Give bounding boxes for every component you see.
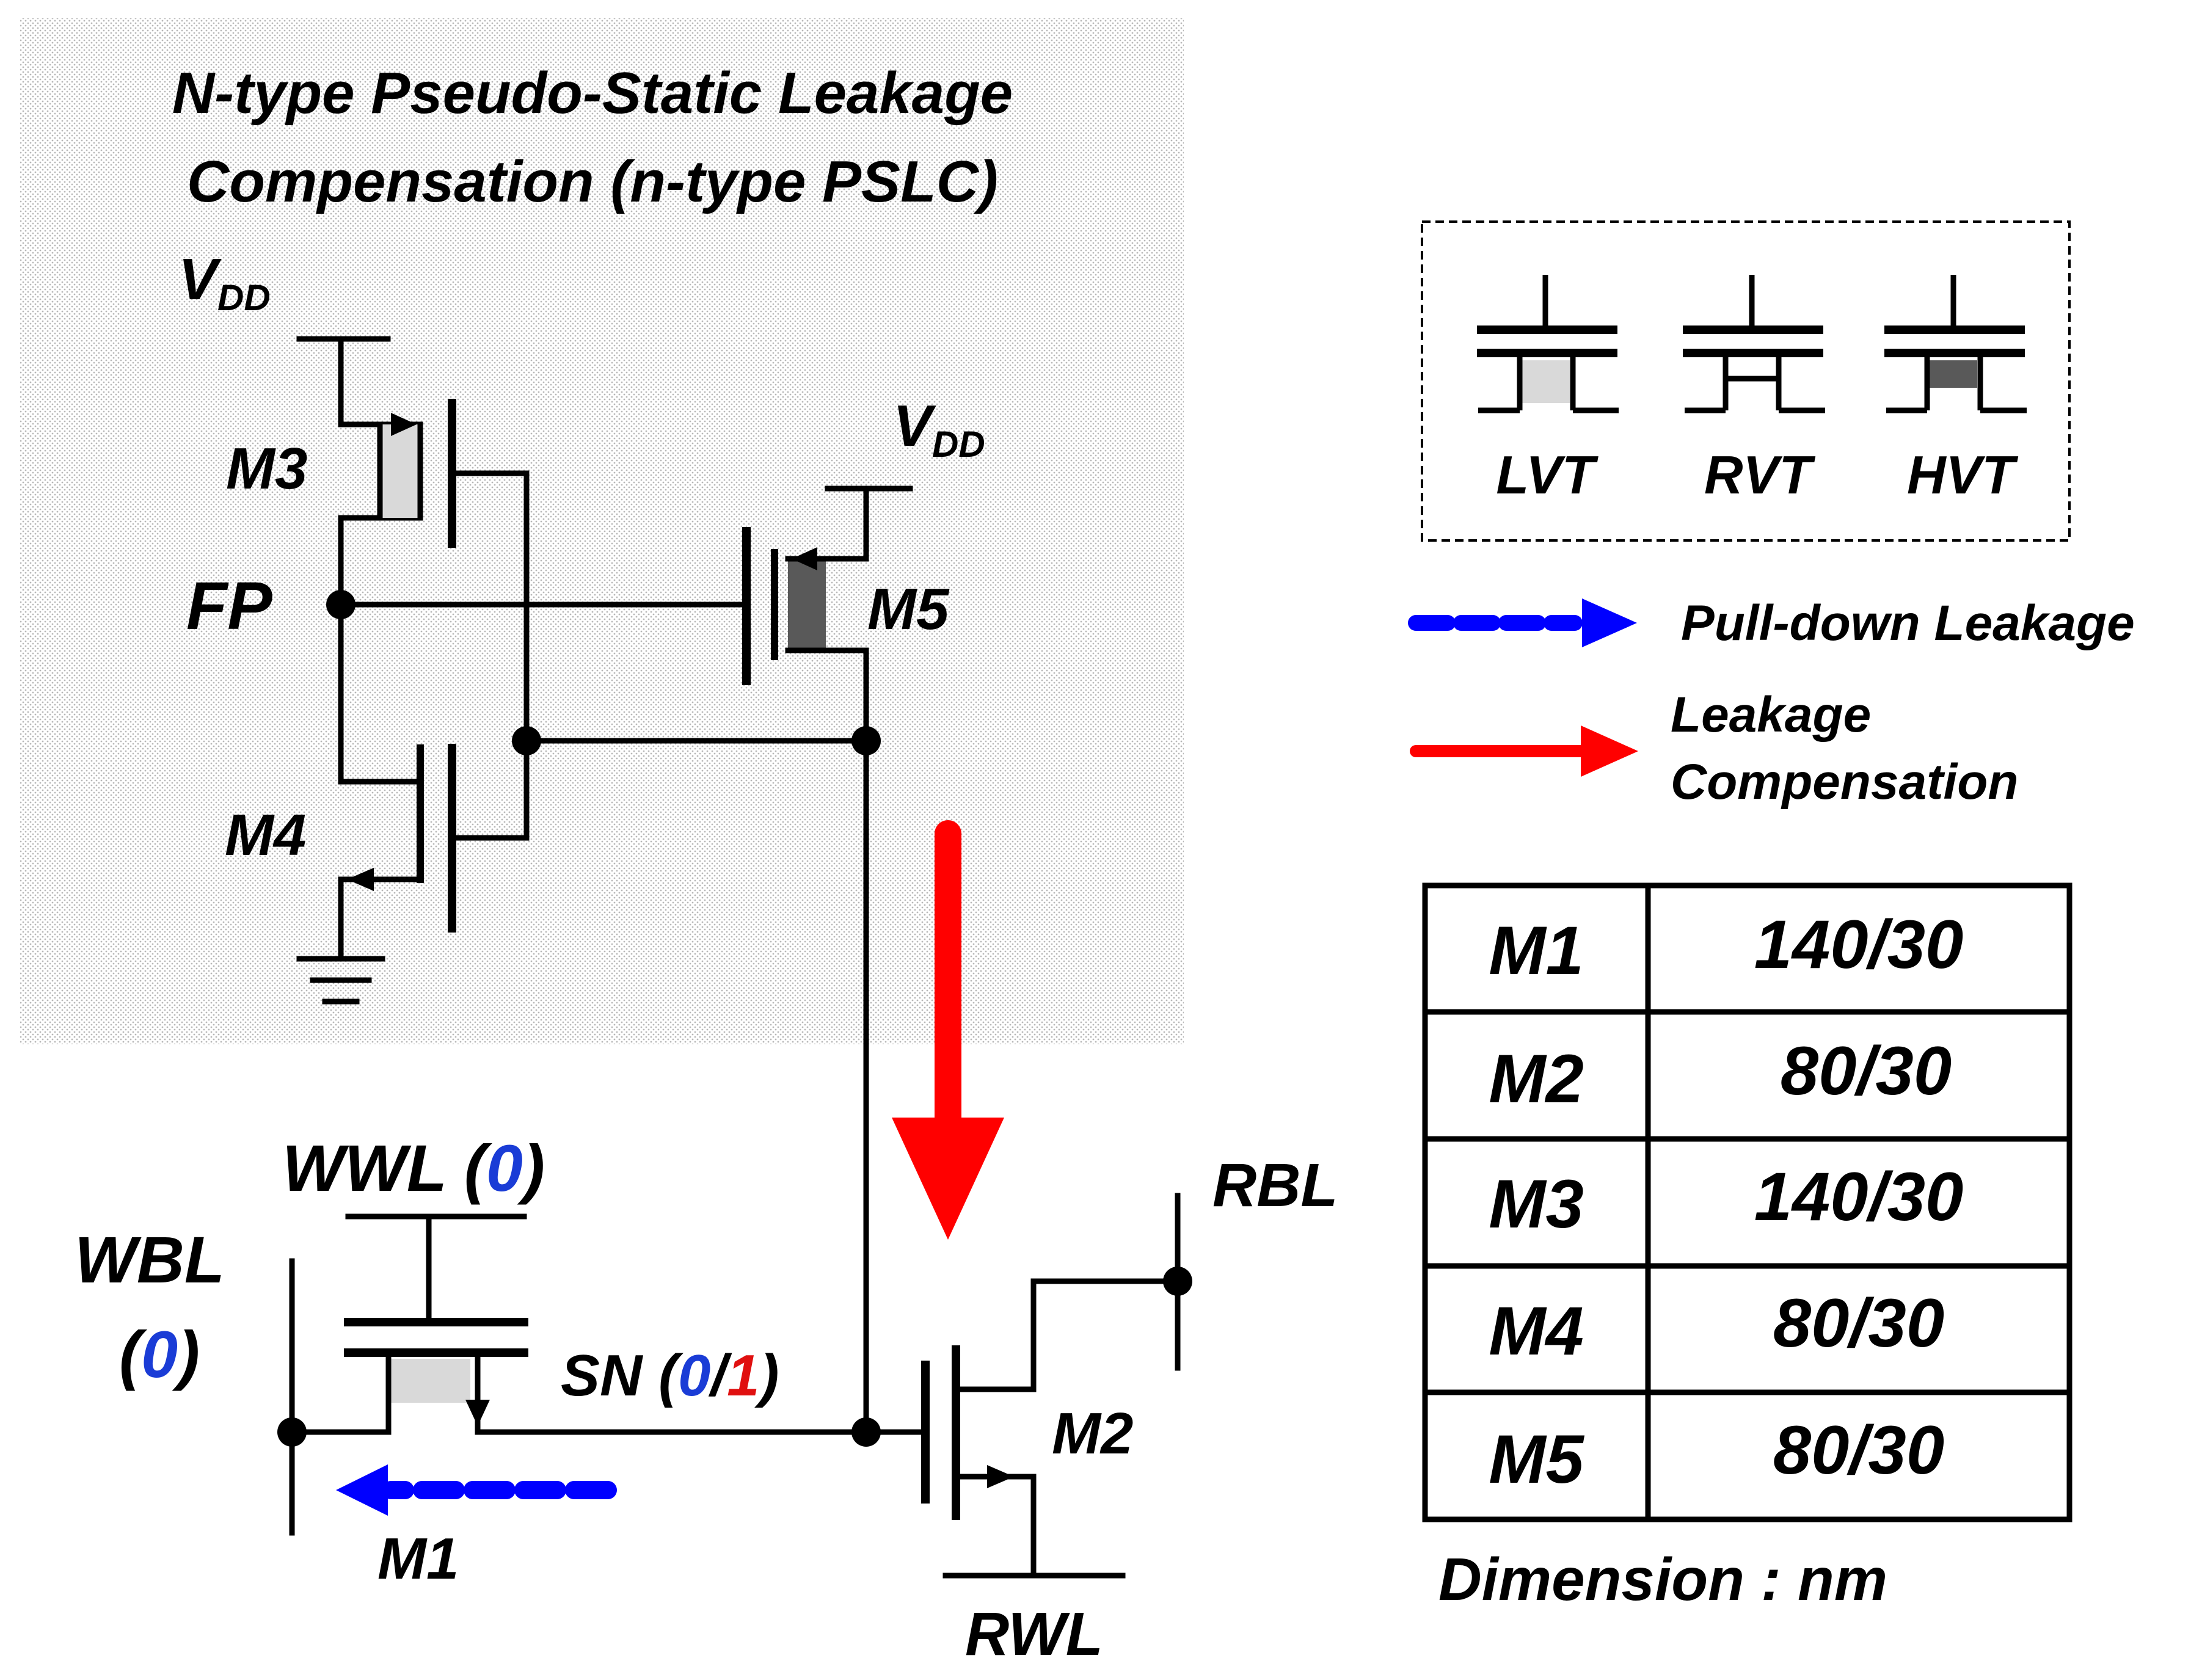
pulldown-leakage-arrow [336,1464,617,1516]
m3-transistor [296,336,530,744]
arrow-legend: Pull-down Leakage Leakage Compensation [1408,595,2135,810]
table-device-cell: M2 [1489,1041,1584,1117]
table-row: M1 140/30 [1489,906,1963,989]
m1-label: M1 [377,1526,459,1591]
table-size-cell: 140/30 [1754,906,1964,983]
pslc-shaded-region [20,18,1184,1044]
fp-label: FP [186,569,272,644]
leakage-compensation-legend-label-2: Compensation [1671,754,2018,810]
diagram-title-line1: N-type Pseudo-Static Leakage [172,60,1013,126]
m4-transistor [338,738,530,962]
ground-symbol [296,956,385,1005]
rvt-symbol [1683,275,1825,413]
table-size-cell: 140/30 [1754,1158,1964,1235]
sn-node-dot [851,1417,881,1447]
lvt-label: LVT [1496,445,1599,505]
table-size-cell: 80/30 [1773,1412,1944,1488]
table-row: M5 80/30 [1489,1412,1944,1497]
pulldown-leakage-legend-label: Pull-down Leakage [1681,595,2135,651]
diagram-title-line2: Compensation (n-type PSLC) [187,149,998,214]
wbl-node-dot [277,1417,307,1447]
table-device-cell: M1 [1489,912,1584,989]
hvt-label: HVT [1907,445,2018,505]
leakage-compensation-arrow [892,820,1004,1240]
rbl-label: RBL [1212,1151,1338,1220]
m5-label: M5 [867,576,950,642]
sn-label: SN (0/1) [561,1343,779,1408]
rvt-label: RVT [1704,445,1815,505]
m2-label: M2 [1052,1401,1133,1466]
table-device-cell: M3 [1489,1166,1584,1242]
vdd-left-label: VDD [178,247,271,318]
table-device-cell: M4 [1489,1293,1584,1369]
table-row: M2 80/30 [1489,1033,1952,1117]
table-size-cell: 80/30 [1781,1033,1952,1109]
m4-label: M4 [225,802,306,868]
lvt-symbol [1477,275,1619,413]
table-row: M4 80/30 [1489,1285,1944,1369]
table-caption: Dimension : nm [1438,1546,1887,1613]
leakage-compensation-legend-label-1: Leakage [1671,687,1871,743]
m2-transistor [863,1193,1181,1579]
vdd-right-label: VDD [893,393,985,465]
m3-label: M3 [226,436,307,501]
m5-transistor [742,485,913,1435]
m1-transistor [289,1213,869,1536]
table-size-cell: 80/30 [1773,1285,1944,1361]
wbl-label: WBL [75,1223,225,1296]
table-device-cell: M5 [1489,1421,1584,1497]
dimension-table: M1 140/30 M2 80/30 M3 140/30 M4 80/30 M5… [1422,882,2073,1613]
table-row: M3 140/30 [1489,1158,1963,1242]
vt-legend: LVT RVT HVT [1421,220,2071,542]
gate-bus-node-dot [512,726,541,755]
m5-drain-node-dot [851,726,881,755]
fp-node-dot [326,590,355,619]
rwl-label: RWL [965,1600,1103,1668]
wwl-label: WWL (0) [282,1131,545,1205]
rbl-node-dot [1163,1267,1192,1296]
hvt-symbol [1884,275,2027,413]
wbl-value-label: (0) [119,1317,200,1391]
